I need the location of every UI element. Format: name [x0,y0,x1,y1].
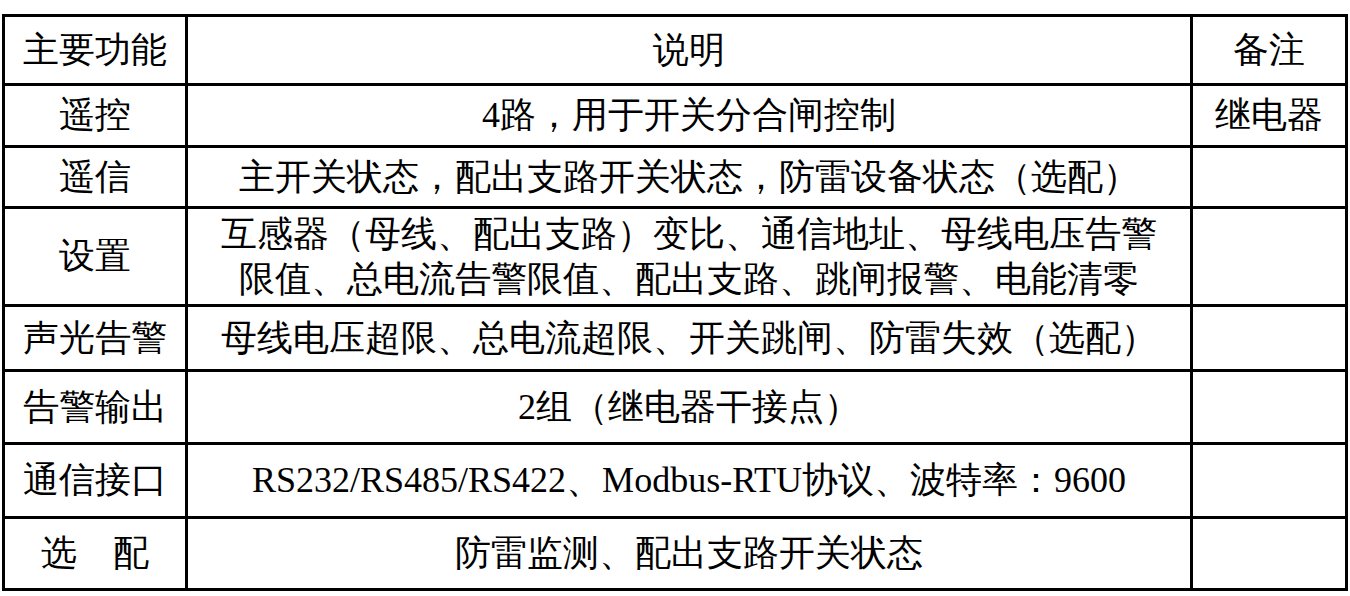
table-row: 设置 互感器（母线、配出支路）变比、通信地址、母线电压告警 限值、总电流告警限值… [4,208,1347,306]
feature-cell: 声光告警 [4,306,187,371]
table-header-row: 主要功能 说明 备注 [4,16,1347,85]
remark-cell [1192,444,1347,518]
remark-cell [1192,306,1347,371]
table-row: 告警输出 2组（继电器干接点） [4,371,1347,444]
remark-cell [1192,518,1347,590]
description-cell: 主开关状态，配出支路开关状态，防雷设备状态（选配） [187,147,1192,208]
table-row: 遥信 主开关状态，配出支路开关状态，防雷设备状态（选配） [4,147,1347,208]
feature-cell: 通信接口 [4,444,187,518]
description-cell: 母线电压超限、总电流超限、开关跳闸、防雷失效（选配） [187,306,1192,371]
feature-cell: 遥控 [4,85,187,147]
header-remark: 备注 [1192,16,1347,85]
description-cell: RS232/RS485/RS422、Modbus-RTU协议、波特率：9600 [187,444,1192,518]
table-row: 声光告警 母线电压超限、总电流超限、开关跳闸、防雷失效（选配） [4,306,1347,371]
table-row: 通信接口 RS232/RS485/RS422、Modbus-RTU协议、波特率：… [4,444,1347,518]
feature-cell: 遥信 [4,147,187,208]
header-feature: 主要功能 [4,16,187,85]
feature-cell: 告警输出 [4,371,187,444]
remark-cell [1192,208,1347,306]
header-description: 说明 [187,16,1192,85]
description-cell: 防雷监测、配出支路开关状态 [187,518,1192,590]
description-cell: 4路，用于开关分合闸控制 [187,85,1192,147]
remark-cell: 继电器 [1192,85,1347,147]
feature-cell: 设置 [4,208,187,306]
feature-cell: 选 配 [4,518,187,590]
description-cell: 互感器（母线、配出支路）变比、通信地址、母线电压告警 限值、总电流告警限值、配出… [187,208,1192,306]
remark-cell [1192,371,1347,444]
description-cell: 2组（继电器干接点） [187,371,1192,444]
remark-cell [1192,147,1347,208]
table-row: 选 配 防雷监测、配出支路开关状态 [4,518,1347,590]
function-spec-table: 主要功能 说明 备注 遥控 4路，用于开关分合闸控制 继电器 遥信 主开关状态，… [2,14,1348,591]
table-row: 遥控 4路，用于开关分合闸控制 继电器 [4,85,1347,147]
